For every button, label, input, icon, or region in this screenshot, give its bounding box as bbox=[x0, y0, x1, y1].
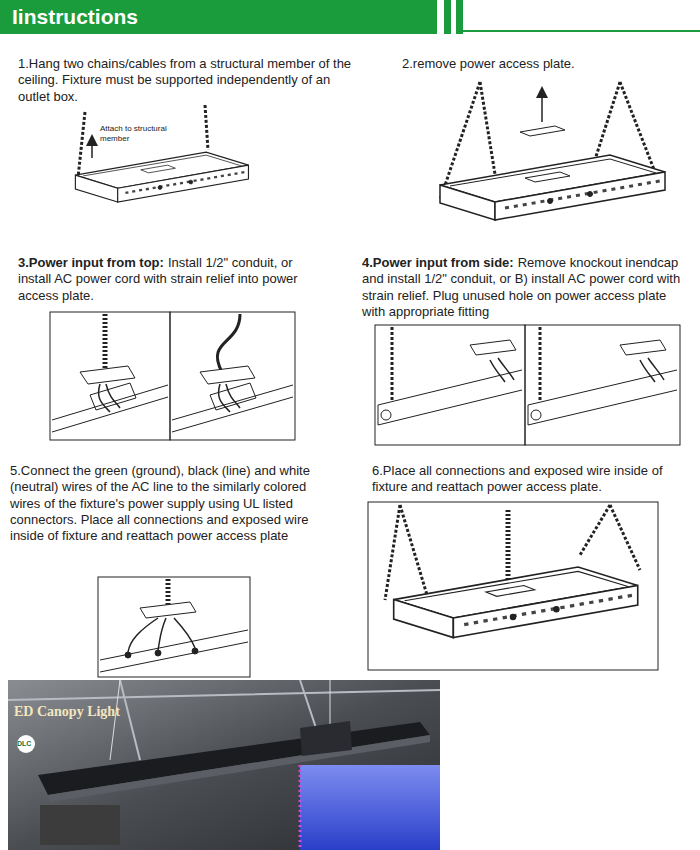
step5-figure bbox=[98, 577, 250, 677]
illustration-part bbox=[580, 505, 610, 555]
instruction-text: 2.remove power access plate. bbox=[402, 56, 682, 72]
illustration-part bbox=[506, 510, 511, 582]
illustration-part bbox=[205, 105, 208, 150]
illustration-part bbox=[219, 384, 240, 412]
illustration-part bbox=[80, 366, 135, 384]
illustration-part bbox=[192, 648, 198, 654]
step-label: 3.Power input from top: bbox=[18, 255, 164, 270]
illustration-part bbox=[103, 314, 108, 372]
illustration-part bbox=[541, 92, 543, 122]
header-stripe bbox=[444, 0, 451, 34]
instruction-text: 5.Connect the green (ground), black (lin… bbox=[10, 463, 315, 544]
illustration-part bbox=[470, 340, 516, 355]
instruction-text: DLC bbox=[17, 740, 37, 749]
step2-figure bbox=[440, 82, 665, 220]
illustration-part bbox=[166, 579, 171, 608]
instruction-text: 4.Power input from side:Remove knockout … bbox=[362, 255, 692, 320]
instruction-text: 1.Hang two chains/cables from a structur… bbox=[18, 56, 363, 105]
illustration-part bbox=[400, 505, 430, 605]
illustration-part bbox=[394, 567, 638, 638]
illustration-part bbox=[640, 358, 664, 382]
step6-figure bbox=[368, 502, 658, 670]
illustration-part bbox=[91, 140, 93, 158]
illustration-part bbox=[125, 652, 131, 658]
illustration-part bbox=[528, 370, 677, 425]
step4-figure bbox=[375, 325, 680, 445]
illustration-part bbox=[40, 805, 120, 845]
illustration-part bbox=[520, 126, 565, 136]
illustration-part bbox=[52, 383, 168, 432]
illustration-part bbox=[381, 410, 391, 420]
illustration-part bbox=[75, 152, 248, 202]
illustration-part bbox=[8, 680, 440, 850]
illustration-part bbox=[170, 312, 295, 440]
illustration-part bbox=[525, 325, 680, 445]
instruction-text: Attach to structural member bbox=[100, 124, 170, 144]
illustration-part bbox=[140, 602, 196, 618]
illustration-part bbox=[368, 502, 658, 670]
illustration-part bbox=[299, 760, 302, 850]
step-label: 6.Place all connections and exposed wire… bbox=[372, 463, 663, 494]
step-label: 4.Power input from side: bbox=[362, 255, 514, 270]
instruction-text: ED Canopy Light bbox=[14, 703, 214, 721]
illustration-part bbox=[462, 30, 700, 32]
illustration-part bbox=[99, 384, 120, 412]
step-label: 2.remove power access plate. bbox=[402, 56, 575, 71]
header-title: Iinstructions bbox=[12, 5, 138, 29]
illustration-part bbox=[300, 765, 440, 850]
step-label: Attach to structural member bbox=[100, 124, 167, 143]
illustration-part bbox=[200, 366, 255, 384]
step3-figure bbox=[50, 312, 295, 440]
illustration-part bbox=[531, 410, 541, 420]
instruction-text: 3.Power input from top:Install 1/2" cond… bbox=[18, 255, 318, 304]
illustration-part bbox=[172, 383, 293, 432]
illustration-part bbox=[98, 577, 250, 677]
illustration-part bbox=[38, 722, 430, 795]
step-label: 5.Connect the green (ground), black (lin… bbox=[10, 463, 310, 543]
illustration-part bbox=[78, 112, 85, 178]
step1-figure bbox=[75, 105, 248, 202]
illustration-part bbox=[48, 735, 430, 802]
illustration-part bbox=[620, 340, 666, 355]
illustration-part bbox=[385, 505, 400, 600]
illustration-part bbox=[110, 680, 120, 760]
step-label: 1.Hang two chains/cables from a structur… bbox=[18, 56, 351, 104]
illustration-part bbox=[378, 370, 522, 425]
illustration-part bbox=[391, 327, 394, 400]
illustration-part bbox=[100, 630, 248, 672]
illustration-part bbox=[610, 505, 640, 570]
illustration-part bbox=[375, 325, 525, 445]
illustration-part bbox=[128, 618, 195, 652]
illustration-part bbox=[440, 155, 665, 220]
product-photo bbox=[8, 680, 440, 850]
header-stripe bbox=[456, 0, 463, 34]
illustration-part bbox=[539, 327, 542, 400]
illustration-part bbox=[490, 358, 514, 382]
illustration-part bbox=[17, 735, 35, 753]
illustration-part bbox=[217, 314, 240, 372]
step-label: ED Canopy Light bbox=[14, 704, 120, 719]
illustration-part bbox=[300, 721, 352, 756]
illustration-part bbox=[50, 312, 170, 440]
step-label: DLC bbox=[17, 740, 31, 747]
instruction-text: 6.Place all connections and exposed wire… bbox=[372, 463, 690, 496]
illustration-part bbox=[155, 650, 161, 656]
